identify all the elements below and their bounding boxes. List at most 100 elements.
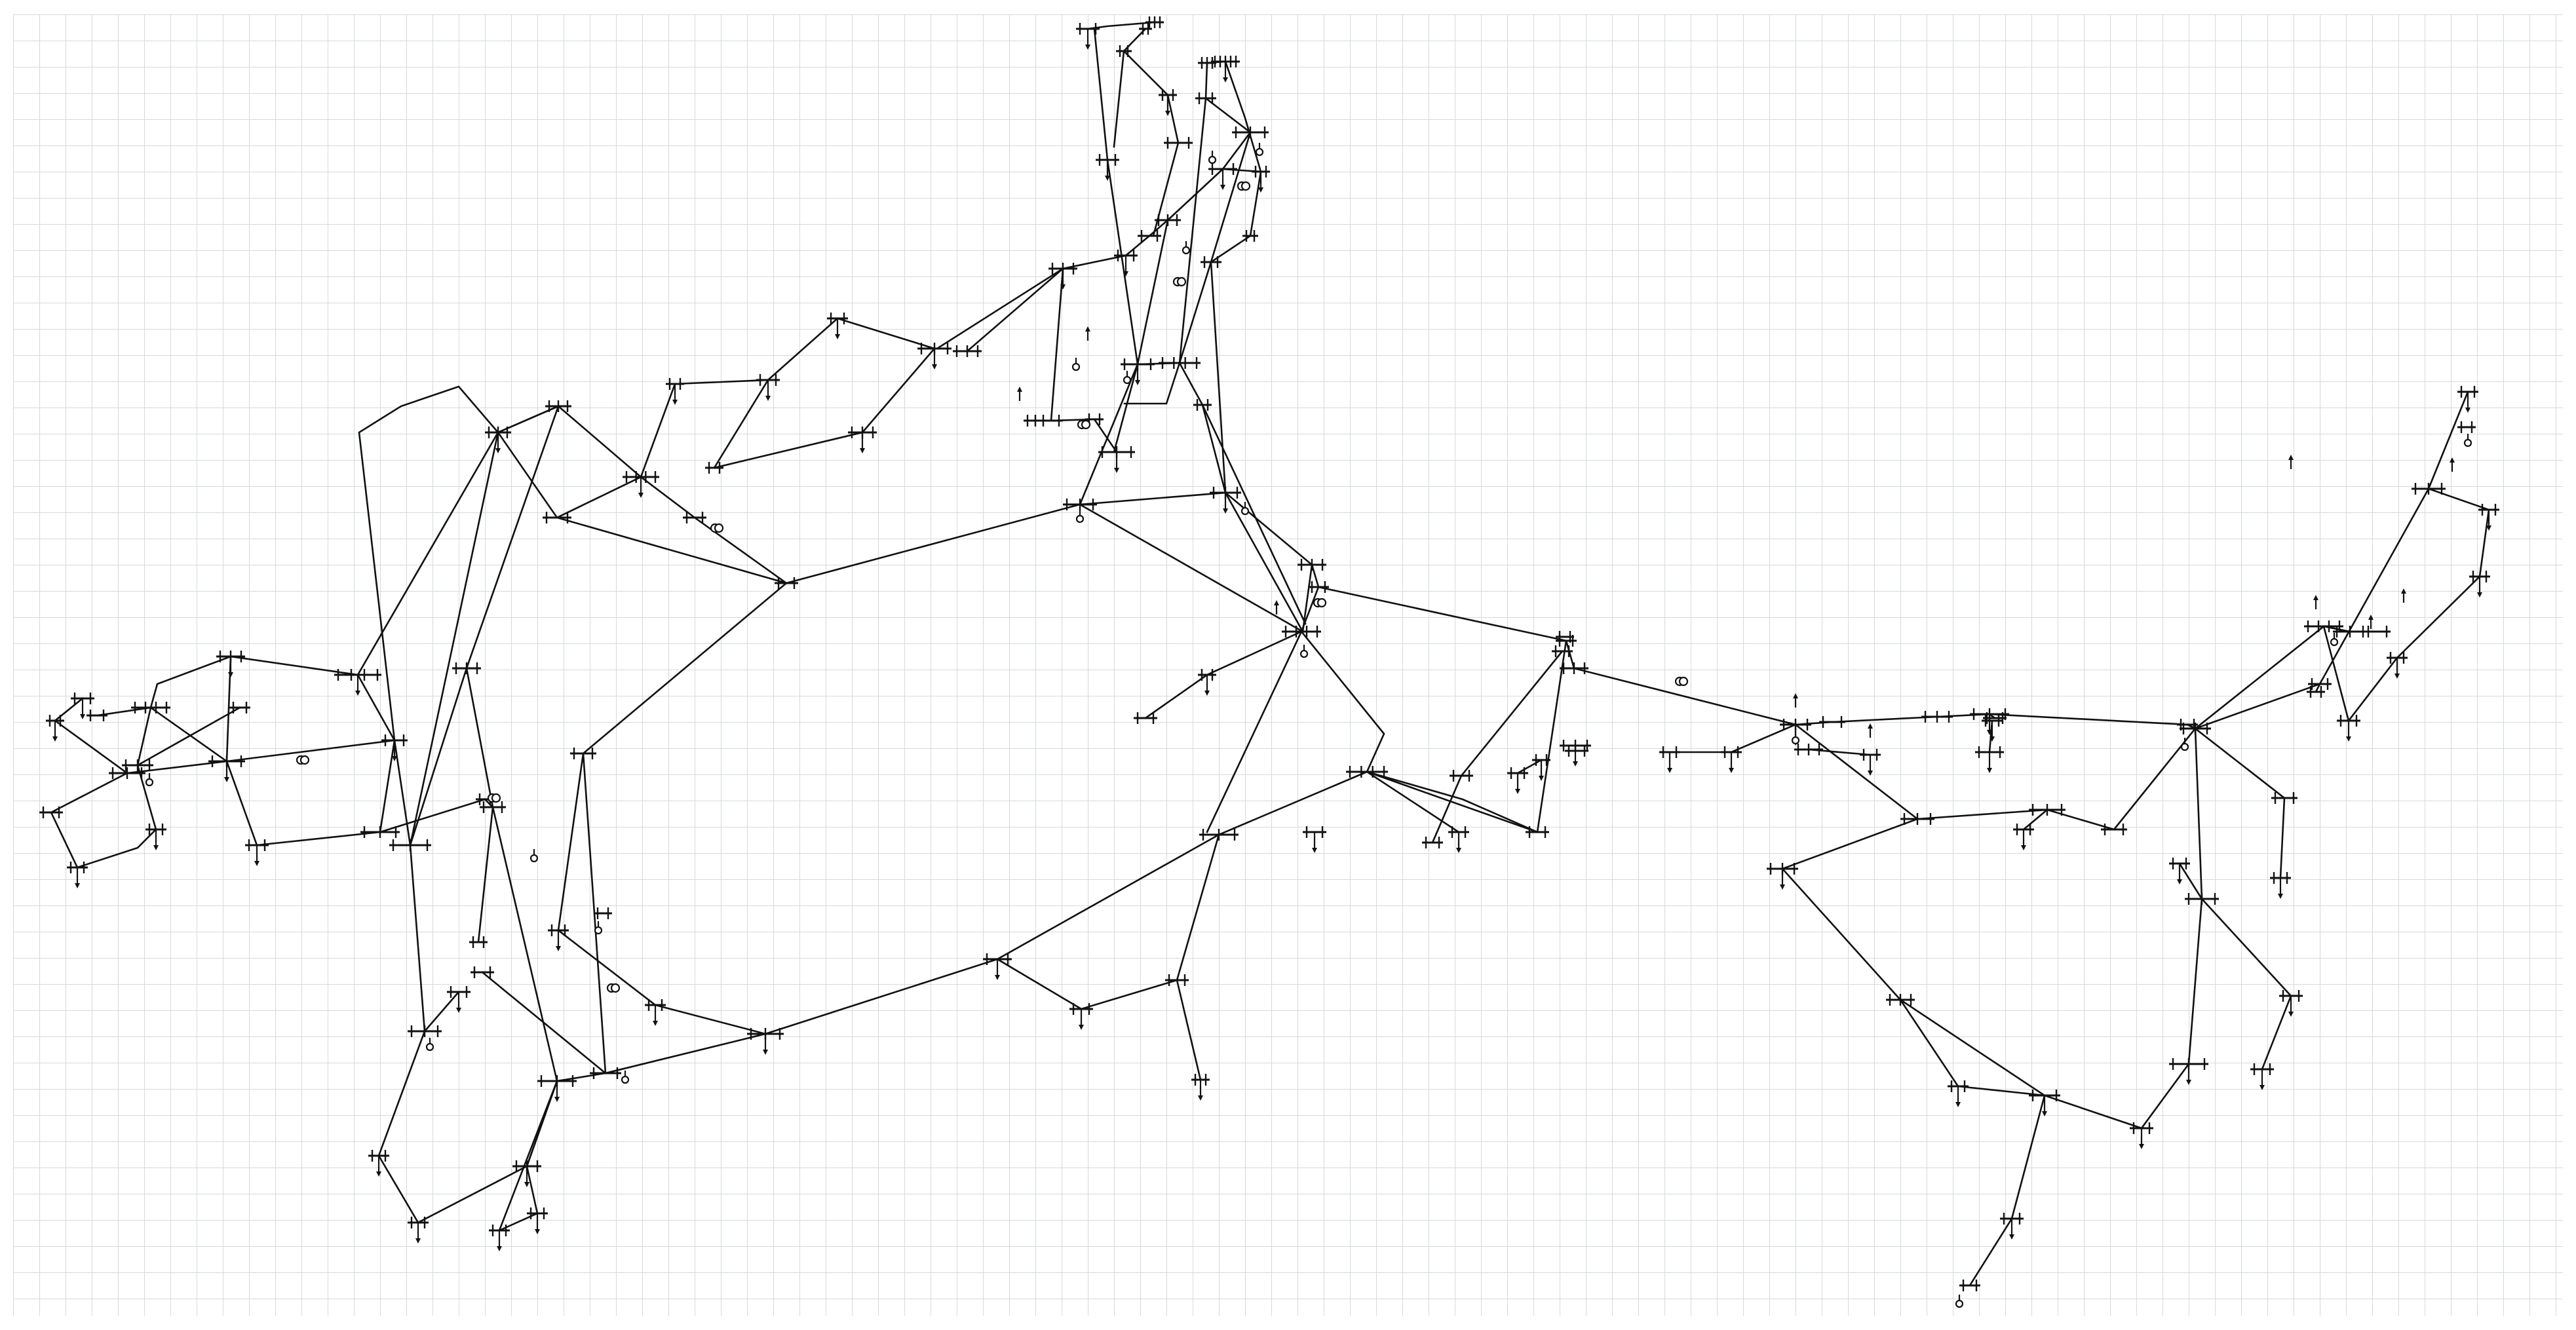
- transmission-line: [2022, 808, 2048, 831]
- load-arrow: [1123, 271, 1128, 276]
- transmission-line: [1079, 491, 1227, 506]
- transmission-line: [1210, 261, 1227, 494]
- load-arrow: [52, 736, 58, 742]
- load-arrow: [1573, 761, 1578, 767]
- load-arrow: [1274, 600, 1279, 605]
- load-arrow: [2186, 1080, 2191, 1085]
- load-arrow: [535, 1229, 540, 1234]
- load-arrow: [2486, 525, 2491, 531]
- load-arrow: [228, 672, 233, 677]
- load-arrow: [763, 1050, 768, 1055]
- transmission-line: [358, 385, 499, 742]
- transmission-line: [50, 811, 79, 869]
- transmission-line: [713, 379, 769, 469]
- load-arrow: [2401, 588, 2406, 594]
- transmission-line: [465, 667, 494, 808]
- transmission-line: [2478, 508, 2490, 578]
- transmission-line: [764, 958, 999, 1035]
- transmission-line: [497, 431, 558, 519]
- load-arrow: [1729, 768, 1734, 773]
- transmission-line: [484, 798, 494, 808]
- generator-circle: [621, 1075, 630, 1084]
- load-arrow: [1220, 185, 1225, 190]
- load-arrow: [2009, 1234, 2014, 1240]
- transmission-line: [1123, 362, 1181, 405]
- transmission-line: [1204, 97, 1252, 134]
- transmission-line: [1178, 362, 1204, 406]
- generator-circle: [1182, 246, 1191, 255]
- transmission-line: [1317, 586, 1567, 642]
- transmission-line: [1516, 759, 1543, 774]
- load-arrow: [1135, 380, 1140, 385]
- transmission-line: [2187, 898, 2203, 1065]
- transmission-line: [604, 1033, 767, 1074]
- load-arrow: [524, 1182, 529, 1187]
- transmission-line: [393, 739, 412, 846]
- transmission-line: [2194, 683, 2321, 730]
- transmission-line: [356, 674, 396, 742]
- load-arrow: [1990, 736, 1995, 742]
- transmission-line: [640, 476, 696, 519]
- transmission-line: [1210, 131, 1252, 263]
- load-arrow: [1868, 723, 1873, 729]
- load-arrow: [1868, 770, 1873, 776]
- transformer-winding: [299, 755, 310, 765]
- transmission-line: [1106, 159, 1139, 366]
- transmission-line: [50, 772, 128, 814]
- generator-circle: [1255, 147, 1264, 157]
- load-arrow: [2346, 736, 2351, 742]
- transmission-line: [2194, 727, 2286, 799]
- transmission-line: [1224, 491, 1304, 633]
- load-arrow: [1780, 884, 1785, 890]
- transmission-line: [481, 971, 607, 1074]
- transformer-winding: [1317, 598, 1327, 608]
- transmission-line: [2140, 1063, 2190, 1130]
- load-arrow: [415, 1238, 421, 1244]
- symbols: [52, 29, 2491, 1308]
- load-arrow: [2477, 592, 2482, 598]
- transmission-line: [2427, 390, 2469, 490]
- transmission-line: [582, 582, 788, 755]
- load-arrow: [1456, 848, 1461, 853]
- generator-circle: [1071, 362, 1081, 371]
- load-arrow: [653, 1021, 658, 1026]
- load-arrow: [1987, 730, 1992, 735]
- transmission-line: [2046, 808, 2115, 831]
- load-arrow: [2177, 879, 2182, 884]
- transmission-line: [229, 655, 359, 676]
- transmission-line: [2279, 797, 2286, 879]
- transmission-line: [556, 516, 788, 584]
- transmission-line: [2322, 625, 2350, 722]
- load-arrow: [153, 845, 159, 850]
- transmission-line: [1460, 650, 1564, 777]
- generator-circle: [1208, 155, 1217, 164]
- load-arrow: [1223, 77, 1228, 83]
- load-arrow: [995, 975, 1000, 980]
- load-arrow: [1085, 326, 1090, 332]
- transmission-line: [785, 503, 1081, 584]
- load-arrow: [1667, 768, 1672, 773]
- load-arrow: [2313, 595, 2318, 600]
- load-arrow: [1793, 693, 1798, 698]
- generator-circle: [425, 1042, 434, 1052]
- load-arrow: [75, 883, 80, 888]
- transformer-winding: [1240, 181, 1251, 191]
- load-arrow: [638, 493, 644, 498]
- transmission-line: [1166, 168, 1224, 221]
- load-arrow: [376, 1171, 381, 1177]
- transmission-line: [1831, 715, 1938, 723]
- transmission-line: [2396, 575, 2481, 659]
- load-arrow: [765, 396, 771, 401]
- transmission-line: [1899, 998, 1959, 1088]
- transmission-line: [136, 764, 157, 831]
- transmission-line: [1969, 1217, 2013, 1287]
- load-arrow: [932, 364, 937, 370]
- load-arrow: [1105, 176, 1110, 181]
- load-arrow: [1258, 187, 1263, 193]
- generator-circle: [594, 926, 603, 935]
- transmission-line: [1311, 563, 1320, 588]
- transmission-line: [96, 706, 152, 717]
- load-arrow: [672, 400, 678, 405]
